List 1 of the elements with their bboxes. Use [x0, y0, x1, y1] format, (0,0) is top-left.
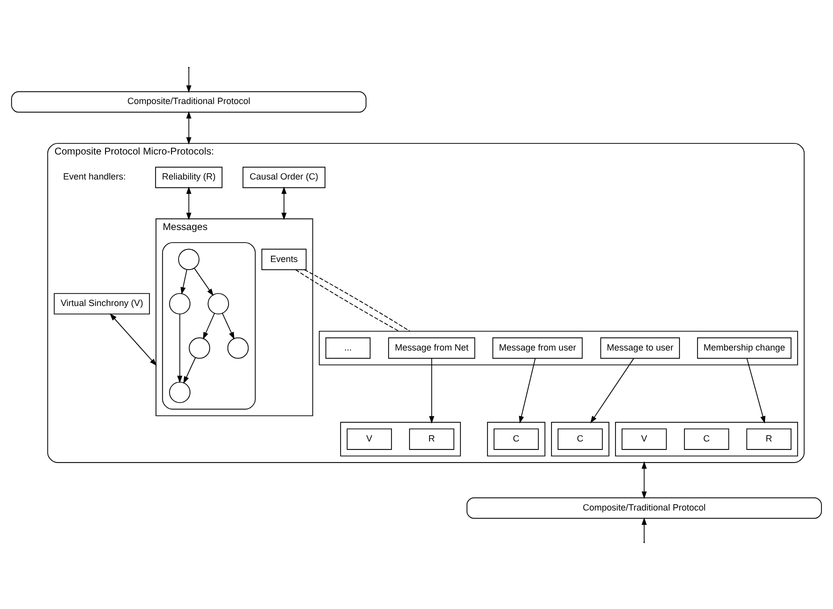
label: Event handlers:	[63, 171, 126, 182]
